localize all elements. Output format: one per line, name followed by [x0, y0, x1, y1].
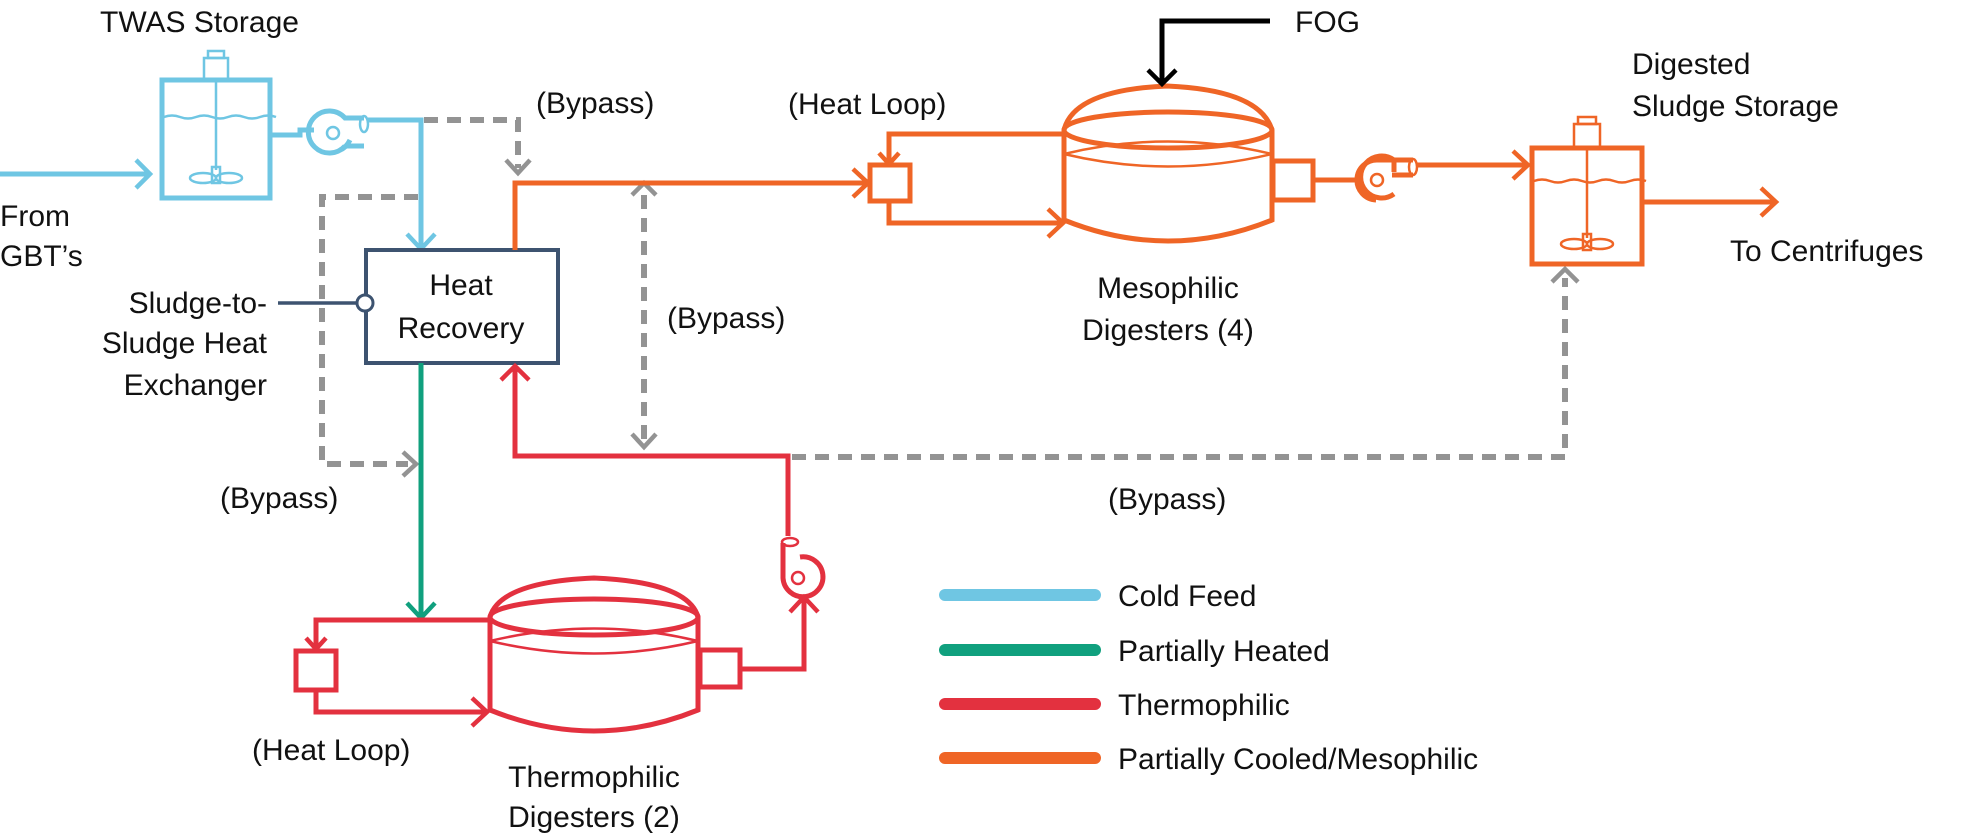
thermophilic-return-arrowhead	[499, 362, 531, 382]
thermo-heat-loop-bottom-arrowhead	[470, 696, 491, 728]
bypass-left-line	[319, 194, 418, 467]
meso-feed-pipe	[512, 180, 868, 250]
digested-sludge-storage-tank-icon	[1529, 115, 1647, 267]
mesophilic-digester-icon	[1061, 83, 1275, 244]
fog-arrowhead	[1146, 68, 1178, 88]
meso-to-storage-arrowhead	[1511, 149, 1532, 181]
cold-feed-to-heat-recovery-pipe	[368, 117, 424, 250]
thermophilic-pump-feed-pipe	[740, 598, 807, 672]
bypass-right-arrowhead	[1550, 265, 1580, 284]
bypass-middle-label: (Bypass)	[667, 302, 785, 335]
thermophilic-group	[293, 362, 826, 734]
bypass-top-arrowhead	[504, 158, 532, 177]
cold-feed-group	[0, 49, 437, 253]
bypass-bottom-right-label: (Bypass)	[1108, 483, 1226, 516]
heat-recovery-box	[364, 248, 560, 365]
digested-storage-label-line2: Sludge Storage	[1632, 90, 1839, 123]
meso-heat-loop-box-icon	[867, 162, 913, 204]
legend-item-mesophilic: Partially Cooled/Mesophilic	[939, 743, 1478, 776]
bypass-right-line	[792, 278, 1568, 460]
meso-heat-loop-bottom-pipe	[886, 201, 1062, 226]
mesophilic-pump-icon	[1354, 153, 1419, 203]
bypass-left-arrowhead	[401, 450, 420, 478]
bypass-lines	[319, 117, 1580, 478]
thermo-heat-loop-label: (Heat Loop)	[252, 734, 410, 767]
heat-exchanger-label-line1: Sludge-to-	[129, 287, 267, 320]
twas-storage-label: TWAS Storage	[100, 6, 299, 39]
legend-item-partially-heated: Partially Heated	[939, 635, 1330, 668]
bypass-top-line	[424, 117, 521, 168]
digested-storage-label-line1: Digested	[1632, 48, 1750, 81]
thermo-outlet-box-icon	[697, 647, 743, 690]
heat-exchanger-node-icon	[355, 293, 375, 313]
heat-recovery-label-line2: Recovery	[398, 312, 525, 345]
to-centrifuges-label: To Centrifuges	[1730, 235, 1923, 268]
meso-label-line2: Digesters (4)	[1082, 314, 1254, 347]
mesophilic-group	[512, 83, 1780, 267]
legend-label-mesophilic: Partially Cooled/Mesophilic	[1118, 743, 1478, 776]
to-centrifuges-arrowhead	[1759, 186, 1780, 218]
legend-item-thermophilic: Thermophilic	[939, 689, 1290, 722]
heat-exchanger-label-line3: Exchanger	[124, 369, 267, 402]
meso-heat-loop-top-arrowhead	[877, 151, 901, 168]
heat-recovery-label-line1: Heat	[429, 269, 493, 302]
partially-heated-group	[405, 363, 437, 622]
thermo-heat-loop-bottom-pipe	[313, 690, 486, 715]
legend: Cold Feed Partially Heated Thermophilic …	[939, 580, 1478, 776]
thermo-label-line1: Thermophilic	[508, 761, 680, 794]
meso-heat-loop-top-pipe	[886, 131, 1064, 163]
bypass-middle-arrow-down	[630, 432, 658, 451]
meso-heat-loop-bottom-arrowhead	[1046, 207, 1067, 239]
legend-label-partially-heated: Partially Heated	[1118, 635, 1330, 668]
meso-heat-loop-label: (Heat Loop)	[788, 88, 946, 121]
twas-storage-tank-icon	[159, 49, 277, 201]
legend-label-cold-feed: Cold Feed	[1118, 580, 1256, 613]
meso-outlet-box-icon	[1270, 158, 1316, 203]
heat-exchanger-label-line2: Sludge Heat	[102, 327, 268, 360]
legend-item-cold-feed: Cold Feed	[939, 580, 1256, 613]
thermophilic-pump-icon	[780, 536, 826, 600]
from-gbt-label-line1: From	[0, 200, 70, 233]
thermophilic-digester-icon	[487, 575, 701, 734]
thermophilic-return-pipe	[512, 366, 791, 536]
fog-group	[1146, 18, 1270, 88]
fog-pipe	[1159, 18, 1270, 84]
bypass-top-label: (Bypass)	[536, 87, 654, 120]
thermo-heat-loop-top-pipe	[313, 617, 488, 648]
thermophilic-pump-arrowhead	[788, 593, 820, 614]
thermo-heat-loop-box-icon	[293, 648, 339, 693]
thermo-label-line2: Digesters (2)	[508, 801, 680, 834]
legend-label-thermophilic: Thermophilic	[1118, 689, 1290, 722]
cold-feed-pump-icon	[305, 108, 370, 156]
labels: TWAS Storage From GBT’s Sludge-to- Sludg…	[0, 6, 1923, 834]
meso-label-line1: Mesophilic	[1097, 272, 1239, 305]
gbt-inlet-arrowhead	[134, 158, 154, 190]
bypass-left-label: (Bypass)	[220, 482, 338, 515]
from-gbt-label-line2: GBT’s	[0, 240, 83, 273]
heat-recovery-group: Heat Recovery	[278, 248, 560, 365]
fog-label: FOG	[1295, 6, 1360, 39]
